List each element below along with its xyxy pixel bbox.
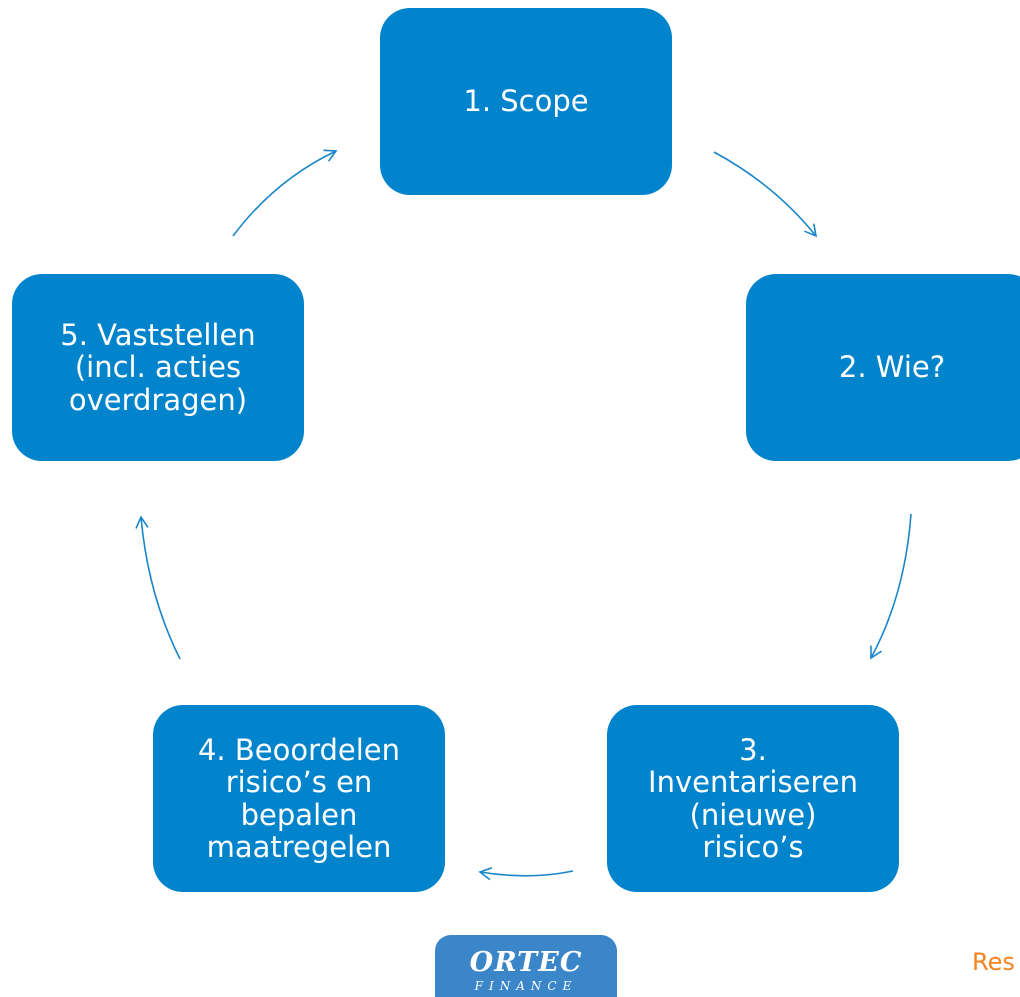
arrow-scope-to-wie <box>713 151 818 238</box>
corner-text: Res <box>972 948 1015 976</box>
ortec-finance-logo: ORTEC FINANCE <box>435 935 617 997</box>
arrow-wie-to-inventariseren <box>870 513 912 660</box>
step-1-scope: 1. Scope <box>380 8 672 195</box>
arrow-vaststellen-to-scope <box>232 149 338 237</box>
logo-subtext: FINANCE <box>474 979 578 993</box>
arrow-beoordelen-to-vaststellen <box>135 515 181 660</box>
step-3-inventariseren: 3. Inventariseren (nieuwe) risico’s <box>607 705 899 892</box>
logo-wordmark: ORTEC <box>469 947 583 978</box>
step-4-beoordelen: 4. Beoordelen risico’s en bepalen maatre… <box>153 705 445 892</box>
step-2-wie: 2. Wie? <box>746 274 1020 461</box>
step-5-vaststellen: 5. Vaststellen (incl. acties overdragen) <box>12 274 304 461</box>
arrow-inventariseren-to-beoordelen <box>478 867 574 881</box>
